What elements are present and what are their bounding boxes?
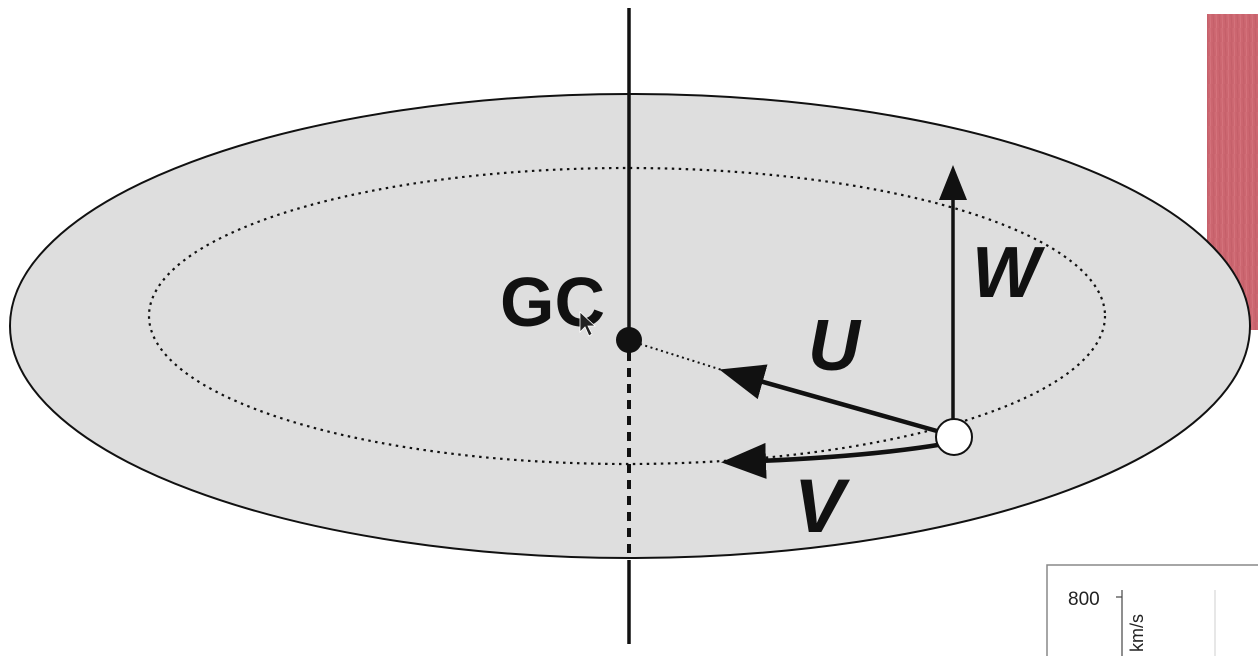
mouse-cursor-icon [579, 311, 597, 337]
star-position-marker [935, 418, 973, 456]
inset-chart-tick-label: 800 [1068, 589, 1100, 610]
gc-to-star-dotted-line [639, 343, 723, 371]
inset-chart: 800 km/s [1046, 564, 1258, 656]
inset-chart-frame [1046, 564, 1258, 656]
u-label: U [808, 306, 862, 386]
v-label: V [794, 464, 850, 549]
v-vector-arrow [721, 441, 945, 479]
galactic-center-dot [616, 327, 642, 353]
u-vector-arrow [719, 364, 945, 436]
inset-chart-unit-label: km/s [1127, 614, 1147, 652]
w-label: W [972, 233, 1046, 313]
